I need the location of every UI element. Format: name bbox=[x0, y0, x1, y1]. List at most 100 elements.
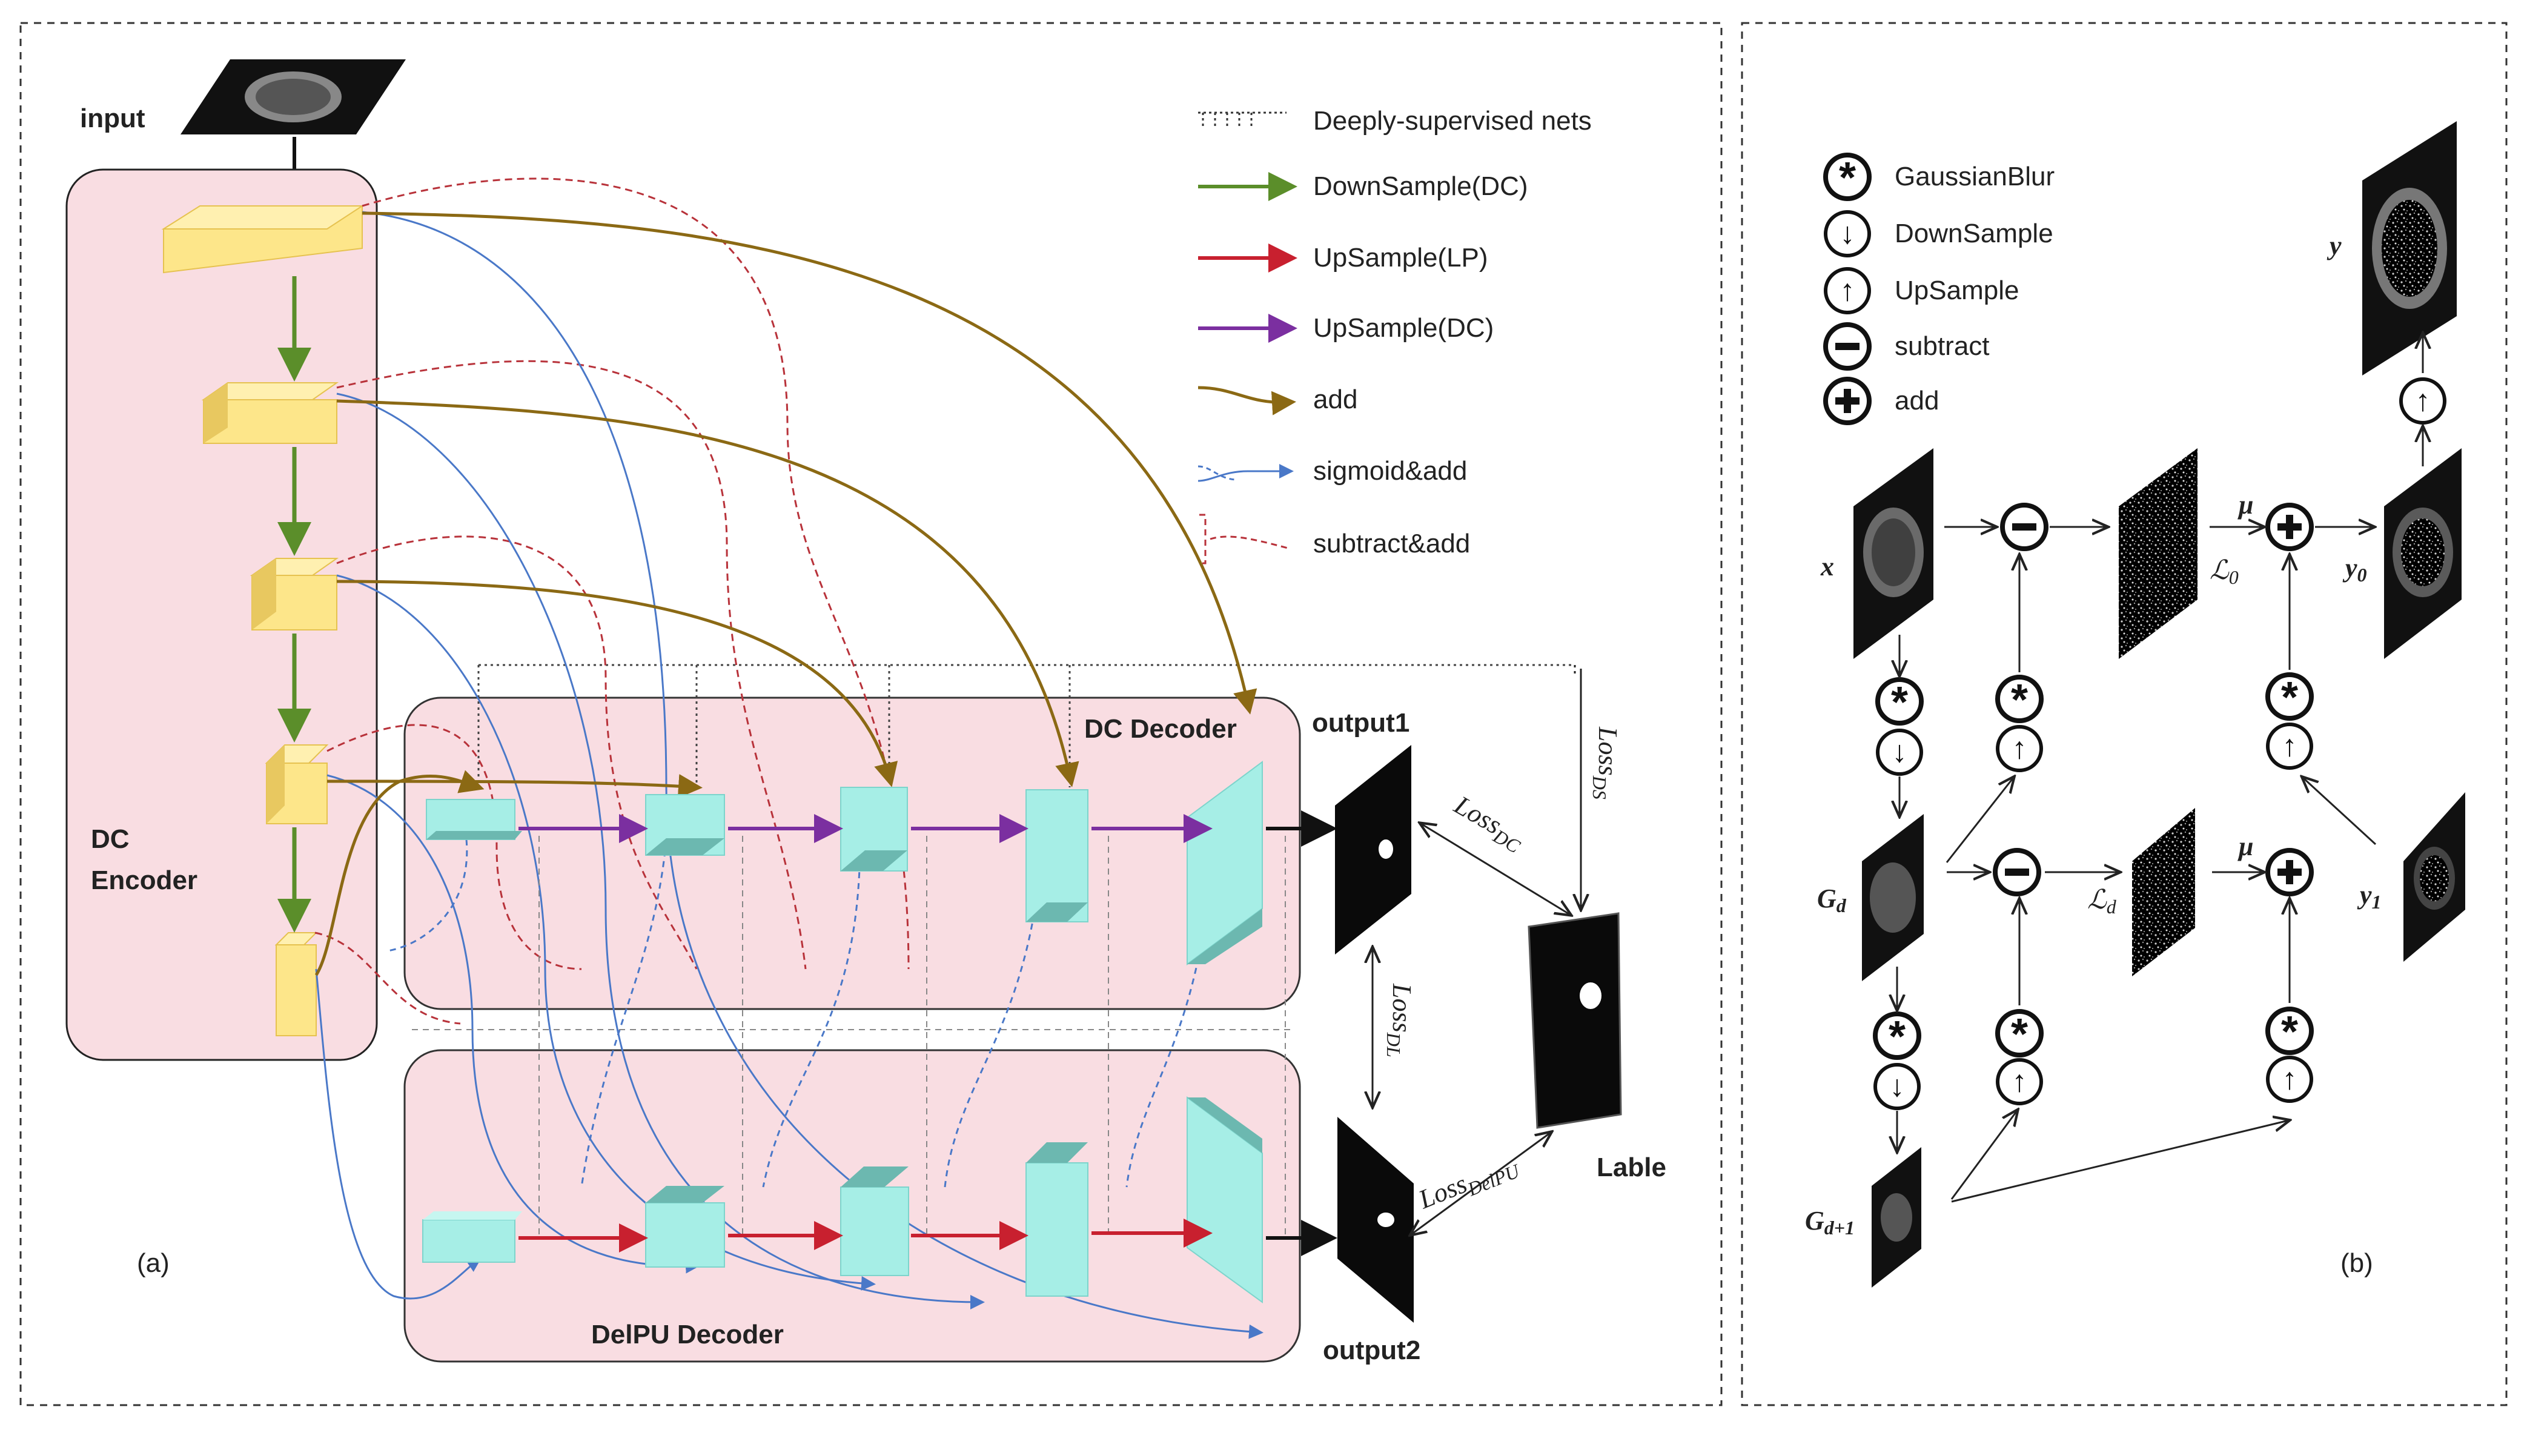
delpu-decoder-block-3 bbox=[840, 1166, 909, 1276]
image-gd bbox=[1862, 814, 1924, 981]
svg-text:↑: ↑ bbox=[2282, 729, 2297, 763]
dc-decoder-block-4 bbox=[1025, 789, 1088, 922]
subtract-node-mid bbox=[1993, 848, 2041, 896]
panel-a-border bbox=[19, 22, 1723, 1406]
svg-text:*: * bbox=[1891, 678, 1908, 727]
image-gd1 bbox=[1872, 1147, 1921, 1288]
gaussian-blur-icon: * bbox=[1823, 153, 1872, 202]
dc-decoder-label: DC Decoder bbox=[1084, 714, 1237, 744]
legend-add-icon bbox=[1197, 386, 1296, 415]
blur-down-stack-2: * ↓ bbox=[1873, 1011, 1921, 1110]
svg-text:*: * bbox=[2281, 1008, 2298, 1056]
svg-text:↓: ↓ bbox=[1840, 216, 1855, 250]
delpu-decoder-label: DelPU Decoder bbox=[591, 1320, 784, 1349]
svg-text:↑: ↑ bbox=[2282, 1062, 2297, 1096]
legend-label-2: UpSample(LP) bbox=[1313, 243, 1488, 273]
image-l0 bbox=[2119, 448, 2197, 659]
var-ld: ℒd bbox=[2087, 885, 2117, 918]
mu-top: μ bbox=[2237, 490, 2253, 520]
svg-text:*: * bbox=[1839, 154, 1856, 202]
dc-decoder-block-5 bbox=[1187, 761, 1263, 965]
legend-label-6: subtract&add bbox=[1313, 529, 1470, 558]
var-x: x bbox=[1820, 552, 1834, 581]
delpu-decoder-block-5 bbox=[1187, 1096, 1263, 1303]
encoder-block-4 bbox=[265, 744, 329, 824]
panel-b-arrows bbox=[1897, 334, 2423, 1203]
output1-label: output1 bbox=[1312, 708, 1409, 738]
encoder-block-3 bbox=[250, 558, 339, 630]
legend-b: * GaussianBlur ↓ DownSample ↑ UpSample s… bbox=[1823, 153, 2055, 425]
upsample-icon: ↑ bbox=[1824, 267, 1871, 314]
legend-b-label-4: add bbox=[1895, 386, 1939, 415]
input-image bbox=[180, 59, 406, 134]
svg-text:↓: ↓ bbox=[1892, 735, 1907, 769]
svg-text:*: * bbox=[2011, 1010, 2028, 1059]
label-image bbox=[1528, 912, 1622, 1129]
image-y bbox=[2362, 121, 2457, 376]
image-ld bbox=[2132, 808, 2195, 976]
loss-delpu-label: LossDelPU bbox=[1414, 1148, 1523, 1219]
delpu-decoder-block-1 bbox=[422, 1211, 522, 1263]
legend-label-3: UpSample(DC) bbox=[1313, 313, 1494, 343]
dc-decoder-block-2 bbox=[645, 794, 725, 856]
svg-text:↑: ↑ bbox=[2416, 383, 2431, 417]
legend-subtract-icon bbox=[1199, 514, 1291, 564]
panel-a: input DC Encoder bbox=[19, 22, 1723, 1406]
blur-down-stack-1: * ↓ bbox=[1875, 677, 1924, 776]
legend-sigmoid-icon bbox=[1197, 464, 1294, 482]
legend-b-label-2: UpSample bbox=[1895, 276, 2019, 305]
add-node-top bbox=[2265, 503, 2314, 551]
legend-label-5: sigmoid&add bbox=[1313, 456, 1467, 486]
dc-decoder-block-1 bbox=[426, 799, 522, 840]
legend-label-0: Deeply-supervised nets bbox=[1313, 106, 1592, 136]
svg-text:↑: ↑ bbox=[1840, 273, 1855, 307]
output2-label: output2 bbox=[1323, 1335, 1420, 1365]
loss-dl-label: LossDL bbox=[1383, 983, 1417, 1057]
var-gd1: Gd+1 bbox=[1805, 1206, 1855, 1239]
panel-b-border bbox=[1741, 22, 2508, 1406]
delpu-decoder-block-2 bbox=[645, 1186, 725, 1268]
downsample-icon: ↓ bbox=[1824, 210, 1871, 257]
svg-text:*: * bbox=[1889, 1013, 1906, 1061]
label-label: Lable bbox=[1597, 1153, 1666, 1182]
encoder-block-1 bbox=[161, 205, 365, 274]
panel-a-caption: (a) bbox=[137, 1248, 170, 1278]
blur-up-stack-3: * ↑ bbox=[1995, 1009, 2044, 1105]
blur-up-stack-1: * ↑ bbox=[1995, 675, 2044, 772]
dc-decoder-block-3 bbox=[840, 787, 908, 872]
image-y0 bbox=[2384, 448, 2462, 659]
legend-deep-supervision-icon bbox=[1198, 111, 1287, 127]
connector-guides bbox=[412, 836, 1290, 1236]
image-y1 bbox=[2403, 792, 2465, 962]
legend-b-label-1: DownSample bbox=[1895, 219, 2053, 248]
encoder-label-line2: Encoder bbox=[91, 865, 197, 895]
svg-text:↑: ↑ bbox=[2012, 1064, 2027, 1098]
svg-text:*: * bbox=[2011, 676, 2028, 724]
upsample-node-top: ↑ bbox=[2399, 377, 2446, 425]
svg-text:↑: ↑ bbox=[2012, 731, 2027, 765]
svg-text:*: * bbox=[2281, 673, 2298, 722]
panel-b: * GaussianBlur ↓ DownSample ↑ UpSample s… bbox=[1741, 22, 2508, 1406]
legend-sigmoid-dash bbox=[1197, 465, 1236, 481]
legend-b-label-3: subtract bbox=[1895, 331, 1990, 361]
add-node-mid bbox=[2265, 848, 2314, 896]
output2-image bbox=[1337, 1117, 1414, 1323]
subtract-node-top bbox=[2000, 503, 2048, 551]
var-y1: y1 bbox=[2357, 880, 2382, 913]
legend-label-1: DownSample(DC) bbox=[1313, 171, 1528, 201]
blur-up-stack-2: * ↑ bbox=[2265, 672, 2314, 770]
var-l0: ℒ0 bbox=[2210, 555, 2239, 588]
upsample-lp-arrows bbox=[518, 1219, 1213, 1252]
var-gd: Gd bbox=[1817, 884, 1847, 916]
image-x bbox=[1853, 448, 1933, 659]
blur-up-stack-4: * ↑ bbox=[2265, 1007, 2314, 1103]
var-y0: y0 bbox=[2342, 553, 2367, 586]
loss-ds-label: LossDS bbox=[1589, 726, 1623, 799]
subtract-icon bbox=[1823, 322, 1872, 371]
var-y: y bbox=[2327, 231, 2342, 260]
add-curves bbox=[314, 211, 1257, 976]
output1-image bbox=[1335, 745, 1411, 955]
legend-b-label-0: GaussianBlur bbox=[1895, 162, 2055, 191]
encoder-label-line1: DC bbox=[91, 824, 130, 854]
